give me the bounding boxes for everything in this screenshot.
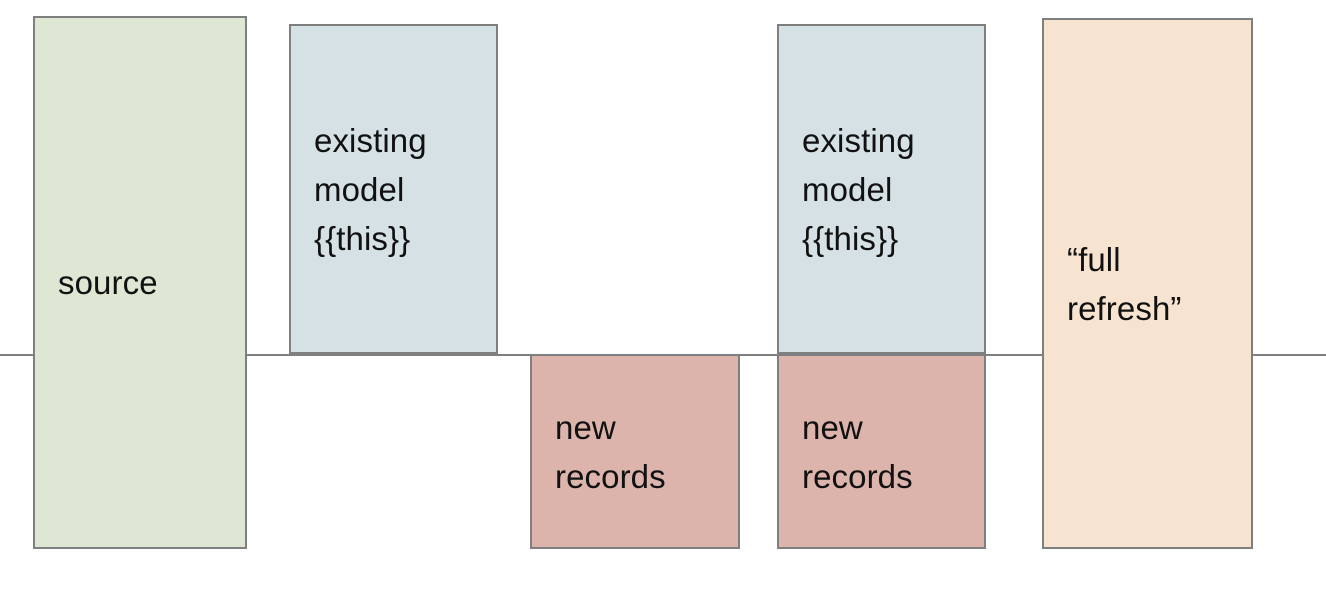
box-full-refresh[interactable]: “full refresh” (1042, 18, 1253, 549)
box-source[interactable]: source (33, 16, 247, 549)
box-existing-model-1-label: existing model {{this}} (314, 121, 427, 257)
box-source-label: source (58, 264, 158, 301)
box-new-records-1-label: new records (555, 408, 666, 495)
box-full-refresh-label: “full refresh” (1067, 240, 1182, 327)
box-new-records-2-label: new records (802, 408, 913, 495)
box-new-records-1[interactable]: new records (530, 354, 740, 549)
box-existing-model-2-label: existing model {{this}} (802, 121, 915, 257)
box-existing-model-1[interactable]: existing model {{this}} (289, 24, 498, 354)
box-existing-model-2[interactable]: existing model {{this}} (777, 24, 986, 354)
box-new-records-2[interactable]: new records (777, 354, 986, 549)
